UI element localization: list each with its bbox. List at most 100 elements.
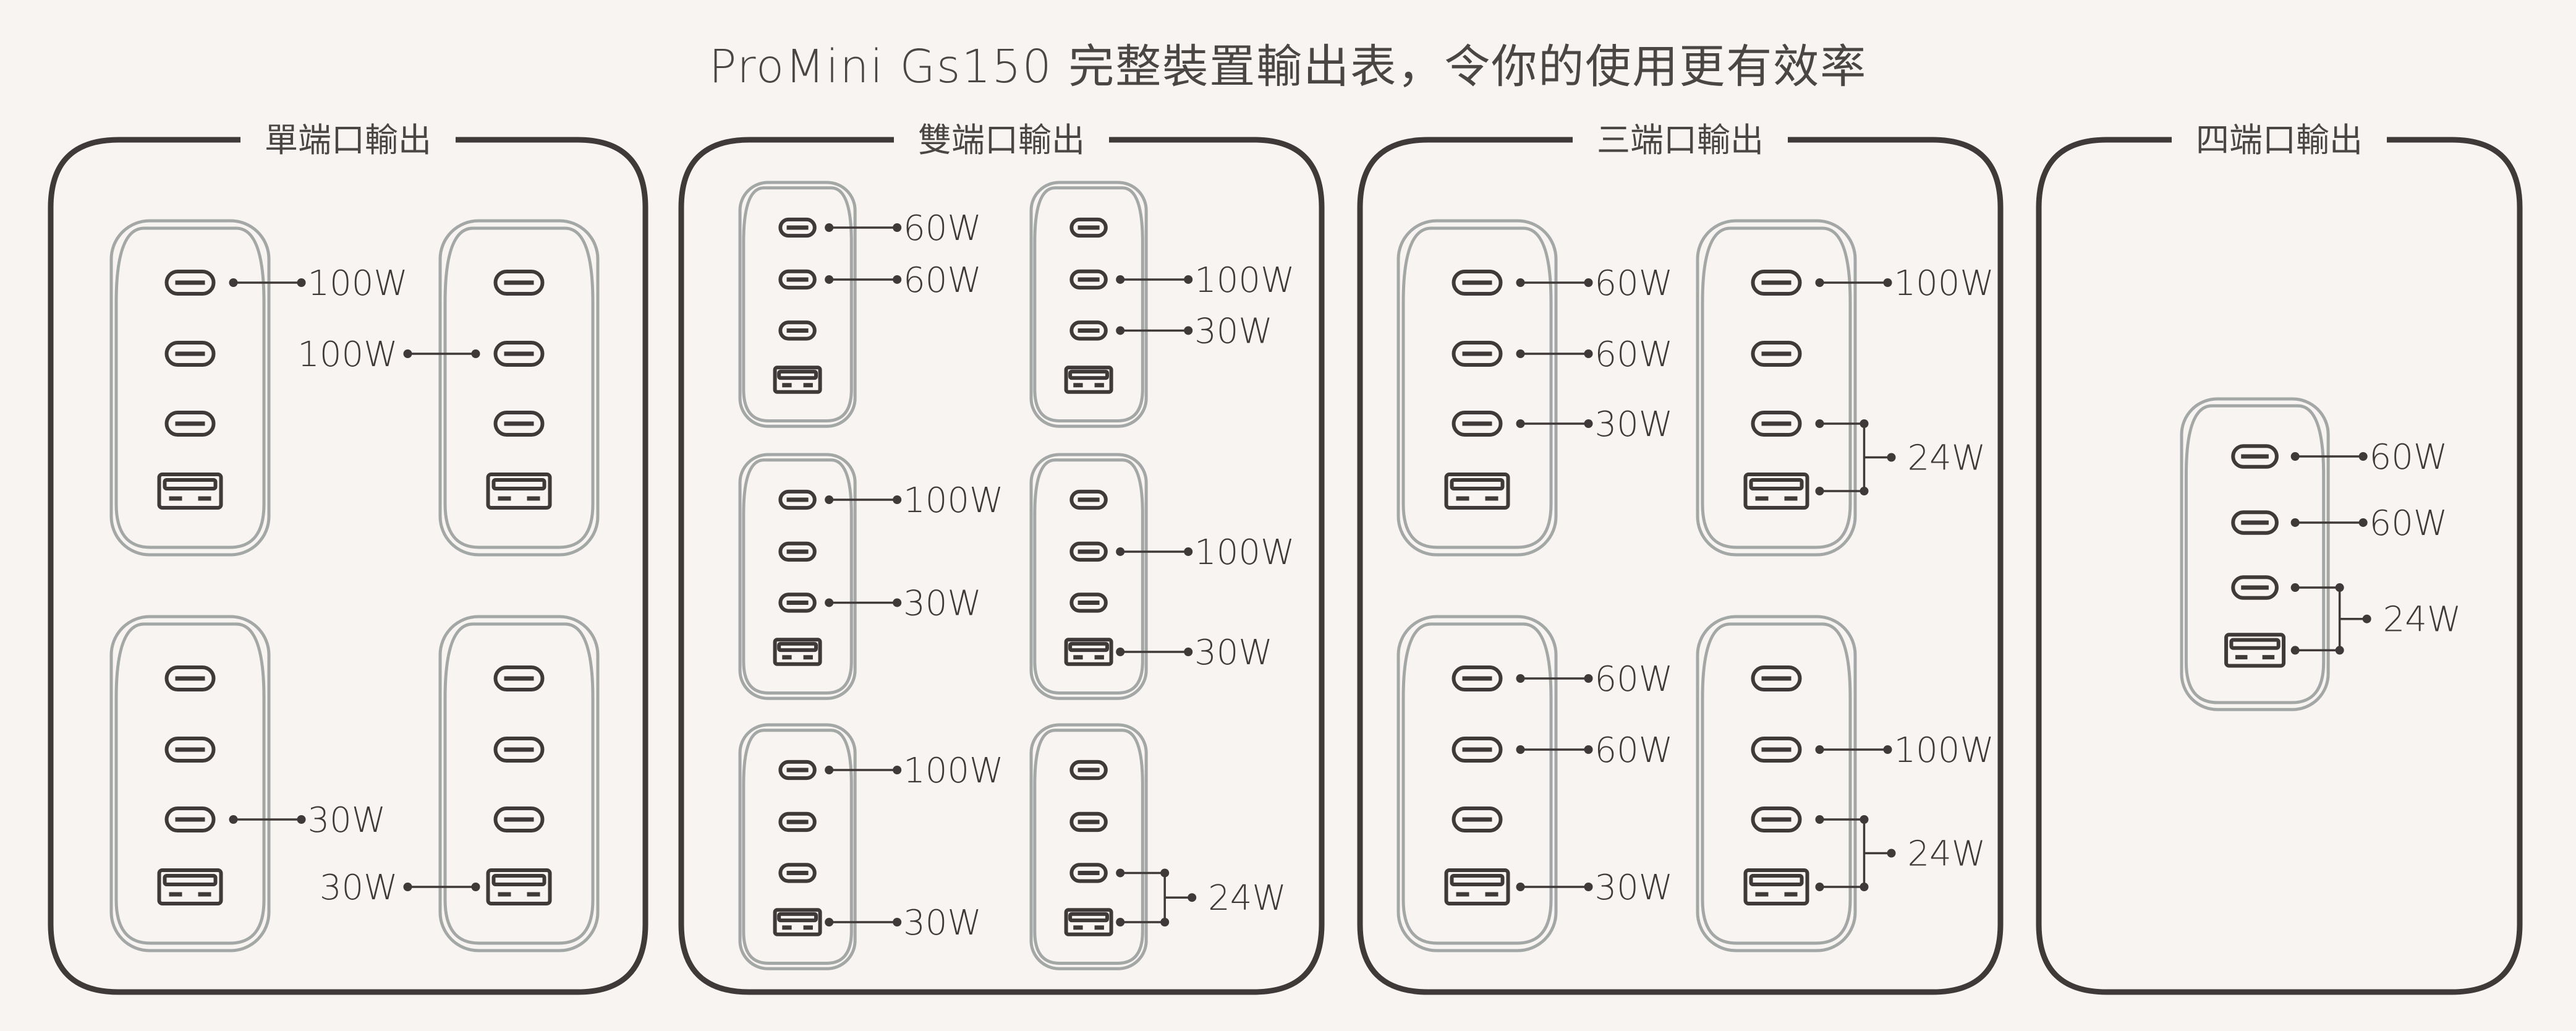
usb-c-port-icon [1452, 411, 1503, 437]
wattage-label: 60W [2370, 503, 2448, 544]
leader-dot [1860, 883, 1869, 891]
output-callout: 100W [1815, 730, 1994, 771]
output-callout: 24W [1116, 868, 1286, 927]
usb-c-port-icon [493, 806, 545, 832]
wattage-label: 100W [903, 751, 1003, 791]
charger-outer-shell [1696, 219, 1857, 557]
charger-config: 100W [109, 219, 408, 557]
output-callout: 100W [297, 335, 480, 375]
usb-c-port-icon [1069, 863, 1108, 883]
charger-config: 100W 24W [1696, 615, 1994, 952]
usb-c-port-icon [1069, 593, 1108, 613]
charger-outer-shell [738, 453, 857, 700]
charger-outer-shell [1029, 723, 1148, 970]
charger-outer-shell [1396, 615, 1558, 952]
charger-outer-shell [109, 615, 271, 952]
charger-config: 30W [109, 615, 386, 952]
charger-outer-shell [1029, 181, 1148, 428]
usb-a-port-icon [1743, 473, 1809, 510]
usb-c-port-icon [1452, 737, 1503, 763]
usb-a-port-icon [773, 908, 822, 936]
leader-dot [1516, 883, 1525, 891]
leader-dot [1516, 419, 1525, 428]
leader-dot [1188, 893, 1197, 902]
charger-inner-shell [114, 622, 266, 945]
wattage-label: 60W [903, 208, 982, 249]
panel-frame [48, 137, 648, 995]
charger-outer-shell [1696, 615, 1857, 952]
leader-dot [825, 223, 834, 232]
wattage-label: 24W [1208, 878, 1286, 918]
leader-dot [2290, 646, 2300, 655]
usb-c-port-icon [1069, 489, 1108, 510]
leader-dot [1116, 547, 1125, 556]
charger-inner-shell [742, 729, 853, 965]
leader-dot [893, 766, 902, 774]
output-callout: 30W [825, 903, 982, 943]
leader-dot [1184, 326, 1193, 335]
usb-c-port-icon [1452, 341, 1503, 367]
output-callout: 24W [1815, 815, 1986, 891]
leader-dot [1116, 326, 1125, 335]
output-callout: 30W [320, 868, 480, 908]
charger-inner-shell [1033, 729, 1144, 965]
wattage-label: 30W [1194, 633, 1273, 673]
usb-c-port-icon [164, 737, 216, 763]
usb-a-port-icon [1064, 908, 1113, 936]
leader-dot [1860, 487, 1869, 495]
leader-dot [1516, 674, 1525, 683]
panel-title: 單端口輸出 [265, 121, 431, 160]
usb-c-port-icon [778, 593, 817, 613]
usb-c-port-icon [1751, 806, 1802, 832]
leader-dot [1883, 745, 1892, 754]
leader-dot [2335, 646, 2344, 655]
charger-config: 100W 24W [1696, 219, 1994, 557]
leader-dot [1584, 674, 1593, 683]
charger-outer-shell [438, 615, 600, 952]
leader-dot [825, 495, 834, 504]
leader-dot [1815, 278, 1824, 287]
leader-dot [1184, 547, 1193, 556]
usb-c-port-icon [778, 269, 817, 290]
usb-c-port-icon [1751, 341, 1802, 367]
page-title: ProMini Gs150 完整裝置輸出表，令你的使用更有效率 [708, 40, 1868, 93]
usb-c-port-icon [1069, 320, 1108, 341]
usb-c-port-icon [2231, 444, 2279, 469]
wattage-label: 100W [903, 481, 1003, 521]
wattage-label: 100W [308, 263, 408, 304]
leader-dot [1116, 868, 1125, 878]
leader-dot [2290, 583, 2300, 593]
leader-dot [1184, 648, 1193, 657]
output-callout: 60W [1516, 659, 1673, 699]
wattage-label: 30W [1595, 404, 1673, 445]
usb-c-port-icon [1069, 217, 1108, 238]
usb-c-port-icon [164, 341, 216, 367]
wattage-label: 24W [1908, 834, 1986, 875]
usb-a-port-icon [2224, 633, 2286, 668]
wattage-label: 100W [1894, 263, 1994, 304]
wattage-label: 100W [1194, 260, 1294, 301]
leader-dot [1184, 275, 1193, 284]
leader-dot [2290, 452, 2300, 461]
output-callout: 100W [229, 263, 408, 304]
wattage-label: 30W [1595, 868, 1673, 908]
charger-inner-shell [742, 458, 853, 695]
charger-inner-shell [1033, 186, 1144, 422]
usb-c-port-icon [1069, 811, 1108, 832]
leader-dot [1160, 918, 1170, 927]
leader-dot [1160, 868, 1170, 878]
output-callout: 24W [1815, 419, 1986, 495]
leader-dot [297, 815, 306, 824]
panel-title: 四端口輸出 [2196, 121, 2363, 160]
leader-dot [1584, 883, 1593, 891]
wattage-label: 60W [1595, 263, 1673, 304]
leader-dot [229, 278, 238, 287]
usb-c-port-icon [164, 270, 216, 296]
output-callout: 60W [1516, 263, 1673, 304]
leader-dot [1116, 918, 1125, 927]
